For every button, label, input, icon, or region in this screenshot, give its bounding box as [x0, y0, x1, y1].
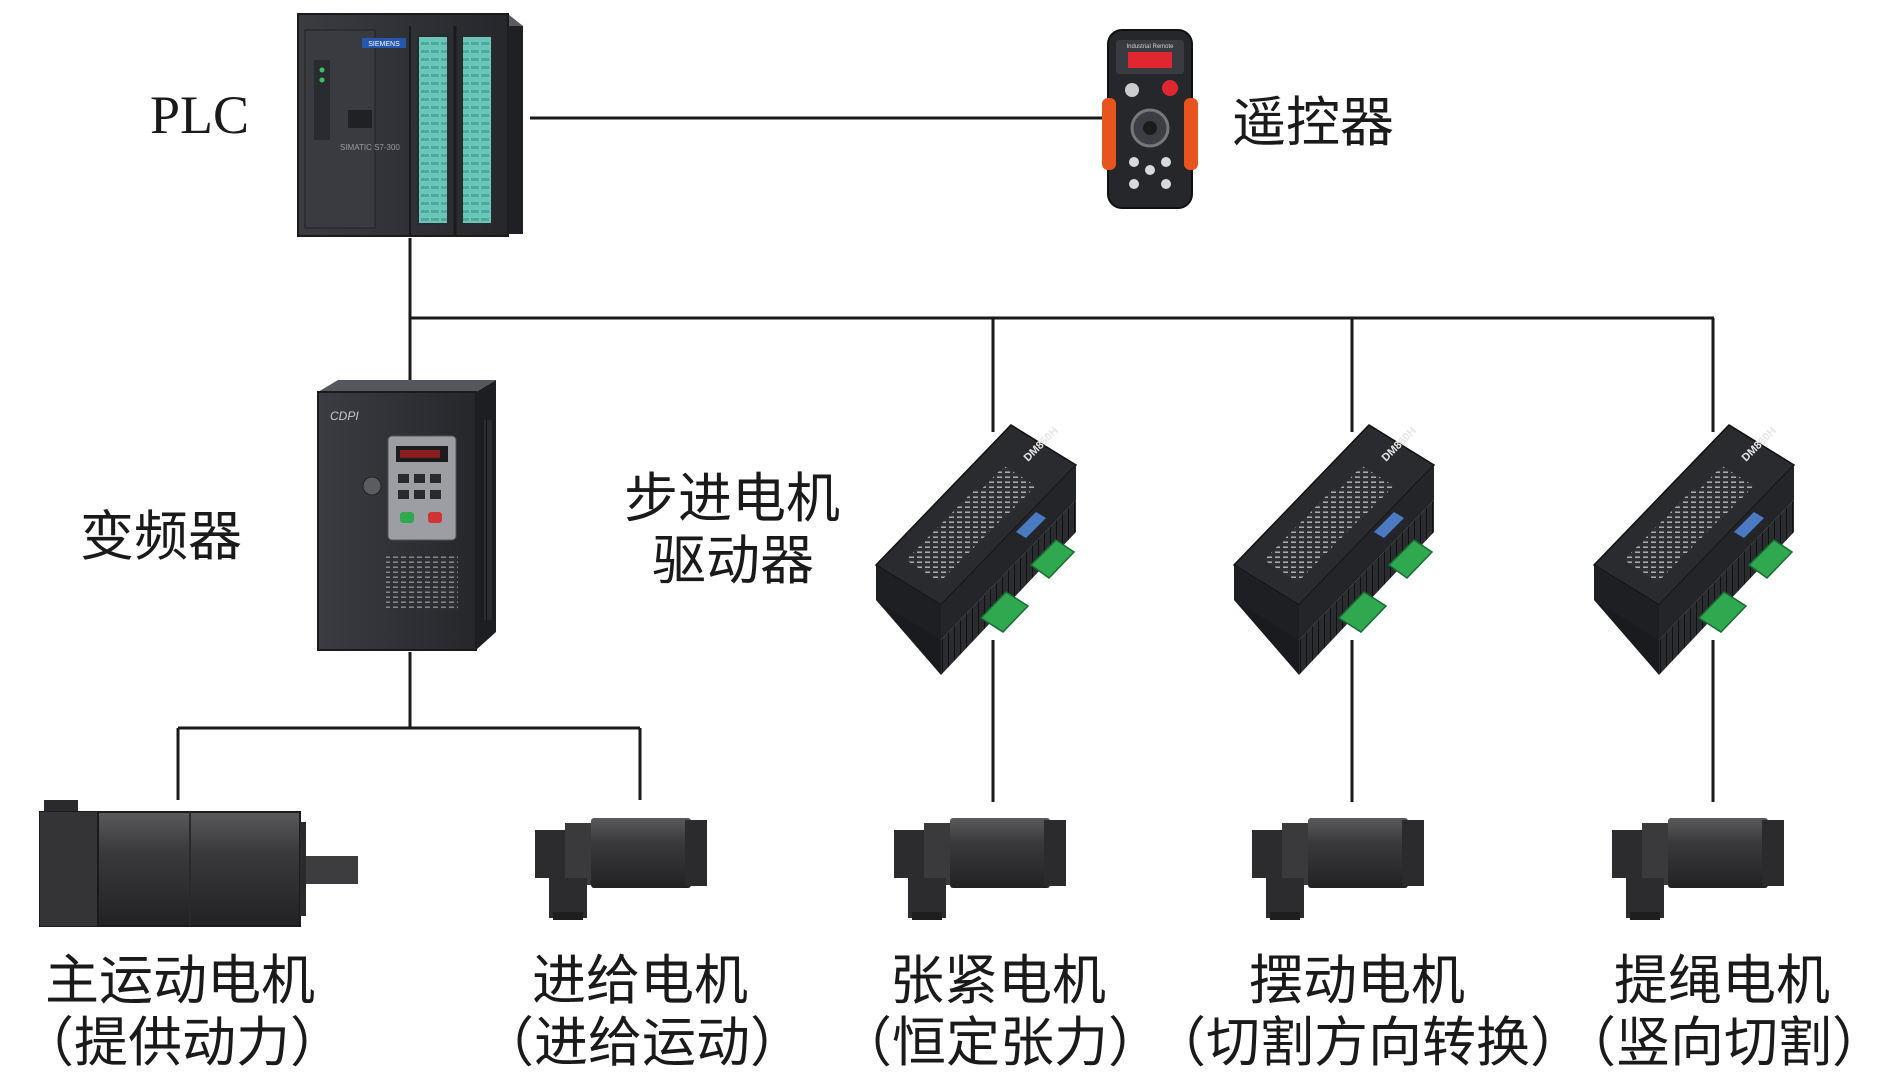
stepper-driver-2 [1233, 424, 1435, 676]
main-motor-name: 主运动电机 [45, 949, 315, 1012]
siemens-logo-icon [362, 38, 406, 48]
stepper-driver-3 [1593, 424, 1795, 676]
inverter-display [400, 450, 440, 458]
remote-label: 遥控器 [1232, 91, 1394, 154]
inverter-device: CDPI [317, 380, 496, 651]
plc-device: SIEMENS SIMATIC S7-300 [297, 13, 523, 237]
remote-key-icon [1125, 83, 1139, 97]
inverter-keypad-icon [398, 474, 442, 523]
stepper-driver-label-line2: 驱动器 [652, 529, 814, 592]
main-motor-icon [39, 800, 358, 927]
feed-motor-label: 进给电机 （进给运动） [480, 949, 804, 1074]
tension-motor-icon [894, 818, 1066, 920]
inverter-brand: CDPI [330, 409, 359, 423]
tension-motor-desc: （恒定张力） [838, 1011, 1162, 1074]
plc-io-module-1 [417, 35, 449, 225]
inverter-label: 变频器 [80, 505, 242, 568]
lift-motor-name: 提绳电机 [1614, 949, 1830, 1012]
remote-brand: Industrial Remote [1126, 44, 1174, 50]
connection-lines [176, 116, 1715, 802]
plc-io-module-2 [461, 35, 493, 225]
lift-motor-icon [1612, 818, 1784, 920]
tension-motor-label: 张紧电机 （恒定张力） [838, 949, 1162, 1074]
swing-motor-desc: （切割方向转换） [1152, 1011, 1584, 1074]
main-motor-label: 主运动电机 （提供动力） [20, 949, 344, 1074]
swing-motor-icon [1252, 818, 1424, 920]
tension-motor-name: 张紧电机 [890, 949, 1106, 1012]
plc-brand: SIEMENS [368, 41, 400, 48]
remote-stop-button-icon [1162, 80, 1178, 96]
remote-display [1128, 52, 1172, 68]
stepper-driver-label-line1: 步进电机 [624, 467, 840, 530]
remote-button-grid [1129, 157, 1171, 189]
remote-controller: Industrial Remote [1102, 29, 1198, 209]
swing-motor-label: 摆动电机 （切割方向转换） [1152, 949, 1584, 1074]
feed-motor-desc: （进给运动） [480, 1011, 804, 1074]
plc-model: SIMATIC S7-300 [340, 143, 400, 152]
feed-motor-icon [535, 818, 707, 920]
feed-motor-name: 进给电机 [532, 949, 748, 1012]
plc-label: PLC [150, 85, 250, 145]
lift-motor-desc: （竖向切割） [1562, 1011, 1886, 1074]
main-motor-desc: （提供动力） [20, 1011, 344, 1074]
lift-motor-label: 提绳电机 （竖向切割） [1562, 949, 1886, 1074]
stepper-driver-1 [875, 424, 1077, 676]
swing-motor-name: 摆动电机 [1249, 949, 1465, 1012]
